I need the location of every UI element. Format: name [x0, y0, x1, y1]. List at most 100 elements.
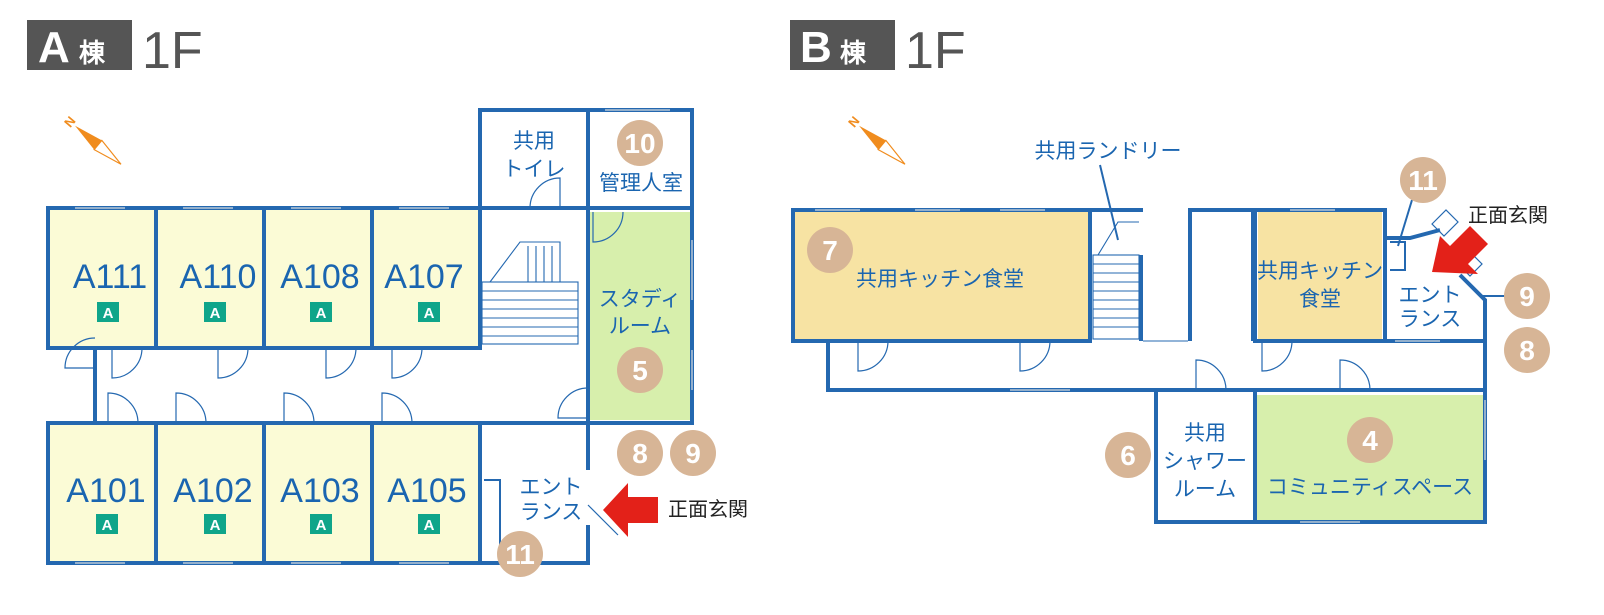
svg-text:A: A [102, 517, 113, 534]
building-b-title-tag [790, 20, 895, 70]
corridor-b-south-wall [826, 341, 1156, 392]
kitchen-small-fill [1258, 212, 1382, 339]
entrance-b-label-line2: ランス [1399, 308, 1462, 331]
shower-label-line3: ルーム [1174, 478, 1236, 501]
room-a107-fill [374, 210, 478, 346]
toilet-label-line2: トイレ [503, 158, 566, 181]
laundry-leader-line [1099, 164, 1119, 241]
shower-label-line1: 共用 [1184, 422, 1226, 445]
toilet-label-line1: 共用 [513, 130, 555, 153]
entrance-b-north-wall [1385, 228, 1441, 240]
svg-text:N: N [845, 113, 863, 130]
svg-text:A: A [424, 305, 435, 322]
marker-badge: 5 [617, 347, 663, 393]
building-b-suffix: 棟 [840, 38, 867, 68]
laundry-label: 共用ランドリー [1035, 140, 1182, 163]
room-a101-label: A101 [66, 472, 145, 510]
entrance-arrow-icon [603, 483, 658, 537]
windows-a [75, 109, 693, 564]
room-a101-fill [50, 425, 154, 561]
svg-text:A: A [316, 517, 327, 534]
svg-text:5: 5 [632, 355, 648, 386]
stair-block-wall [480, 206, 590, 423]
main-entrance-a-label: 正面玄関 [668, 498, 748, 521]
marker-badge: 4 [1347, 417, 1393, 463]
room-a103-label: A103 [280, 472, 359, 510]
toilet-wall [478, 108, 588, 208]
community-space-label: コミュニティスペース [1267, 476, 1473, 499]
room-a105-label: A105 [387, 472, 466, 510]
svg-text:11: 11 [1408, 165, 1438, 196]
marker-badge: 6 [1105, 432, 1151, 478]
svg-text:8: 8 [1519, 335, 1535, 366]
room-badge: A [310, 302, 332, 322]
room-a105-fill [374, 425, 478, 561]
kitchen-small-label-line2: 食堂 [1299, 288, 1341, 311]
marker-badge: 7 [807, 227, 853, 273]
room-badge: A [97, 302, 119, 322]
shower-community-wall [1154, 341, 1487, 524]
room-a110-fill [158, 210, 262, 346]
kitchen-large-label: 共用キッチン食堂 [856, 268, 1024, 291]
kitchen-small-label-line1: 共用キッチン [1257, 260, 1383, 283]
manager-room-label: 管理人室 [599, 172, 683, 195]
svg-text:4: 4 [1362, 425, 1378, 456]
marker-badge: 9 [670, 430, 716, 476]
building-a-title-tag [27, 20, 132, 70]
windows-b [815, 209, 1486, 523]
svg-text:7: 7 [822, 235, 838, 266]
doors-b [857, 209, 1483, 391]
svg-text:A: A [210, 305, 221, 322]
entrance-a-label-line1: エント [520, 476, 583, 499]
north-compass-icon: N [61, 113, 122, 165]
doors-a [64, 177, 624, 548]
marker-11-leader-line [1397, 199, 1413, 247]
marker-badge: 10 [617, 120, 663, 166]
room-a103-fill [266, 425, 370, 561]
study-room-label-line2: ルーム [609, 315, 671, 338]
marker-badge: 11 [497, 531, 543, 577]
room-badge: A [310, 514, 332, 534]
svg-text:10: 10 [624, 128, 655, 159]
shaft-wall [1188, 208, 1255, 341]
main-entrance-b-label: 正面玄関 [1468, 204, 1548, 227]
north-compass-icon: N [845, 113, 906, 165]
svg-text:A: A [103, 305, 114, 322]
svg-text:11: 11 [505, 539, 535, 570]
entrance-arrow-icon [1432, 226, 1488, 274]
room-a102-fill [158, 425, 262, 561]
svg-text:9: 9 [1519, 281, 1535, 312]
room-a107-label: A107 [384, 258, 463, 296]
building-a-plan: A111 A110 A108 A107 A101 A102 A103 A105 … [46, 108, 748, 577]
building-b-letter: B [800, 23, 832, 72]
building-a-letter: A [38, 23, 70, 72]
room-a111-fill [50, 210, 154, 346]
entrance-a-label-line2: ランス [520, 501, 583, 524]
svg-text:A: A [424, 517, 435, 534]
entrance-b-label-line1: エント [1399, 284, 1462, 307]
svg-text:8: 8 [632, 438, 648, 469]
svg-text:N: N [61, 113, 79, 130]
room-a108-fill [266, 210, 370, 346]
svg-text:A: A [210, 517, 221, 534]
building-a-floor: 1F [142, 22, 203, 80]
room-badge: A [418, 514, 440, 534]
svg-text:A: A [316, 305, 327, 322]
marker-badge: 9 [1504, 273, 1550, 319]
building-b-title: B 棟 1F [790, 20, 966, 80]
room-a110-label: A110 [180, 258, 257, 296]
svg-text:6: 6 [1120, 440, 1136, 471]
room-a111-label: A111 [73, 258, 147, 296]
room-a108-label: A108 [280, 258, 359, 296]
svg-text:9: 9 [685, 438, 701, 469]
room-badge: A [204, 302, 226, 322]
marker-badge: 11 [1400, 157, 1446, 203]
building-b-plan: 共用ランドリー 共用キッチン食堂 共用キッチン 食堂 エント ランス 共用 シャ… [791, 140, 1550, 524]
shower-label-line2: シャワー [1163, 450, 1247, 473]
marker-badge: 8 [1504, 327, 1550, 373]
marker-badge: 8 [617, 430, 663, 476]
building-b-floor: 1F [905, 22, 966, 80]
study-room-label-line1: スタディ [599, 288, 682, 311]
room-badge: A [204, 514, 226, 534]
